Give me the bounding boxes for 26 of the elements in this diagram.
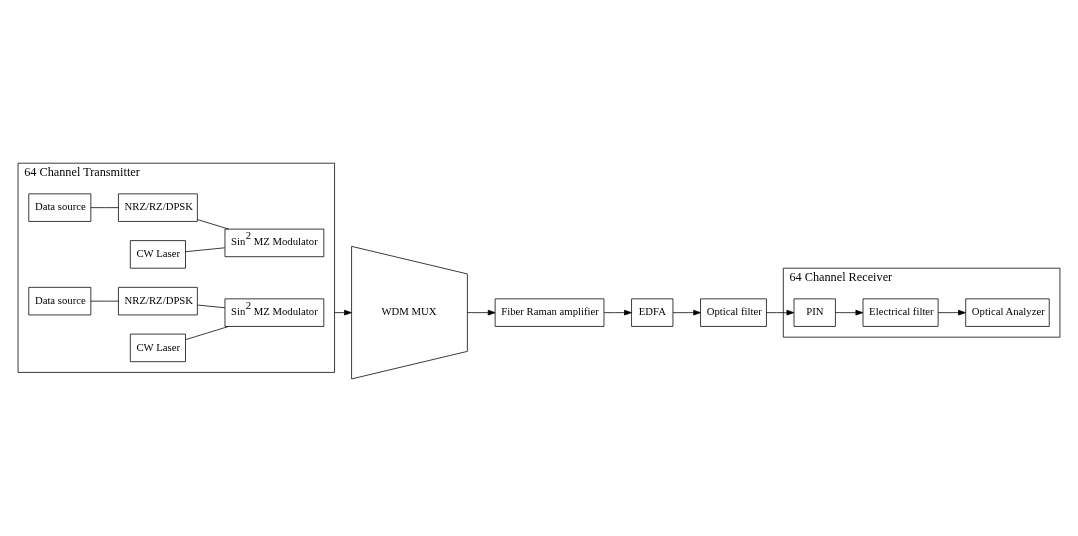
arrow	[835, 309, 864, 316]
connector	[90, 207, 119, 209]
node-box: Data source	[28, 193, 92, 222]
arrow	[937, 309, 966, 316]
node-box: NRZ/RZ/DPSK	[118, 286, 198, 316]
node-box: CW Laser	[129, 333, 186, 363]
node-box: NRZ/RZ/DPSK	[118, 193, 198, 222]
node-box: Data source	[28, 286, 92, 316]
connector	[197, 304, 226, 309]
connector	[90, 300, 119, 302]
node-box: Electrical filter	[862, 298, 939, 327]
node-box: Fiber Raman amplifier	[494, 298, 605, 327]
node-box: CW Laser	[129, 240, 186, 269]
arrow	[334, 309, 352, 316]
connector	[185, 247, 226, 253]
arrow	[467, 309, 496, 316]
node-box: Optical Analyzer	[965, 298, 1050, 327]
arrow	[603, 309, 632, 316]
arrow	[672, 309, 701, 316]
arrow	[766, 309, 795, 316]
connector	[185, 326, 229, 340]
connector	[197, 219, 229, 230]
node-box: Optical filter	[700, 298, 767, 327]
node-box: EDFA	[631, 298, 674, 327]
node-box: PIN	[793, 298, 836, 327]
node-box: WDM MUX	[351, 245, 468, 380]
